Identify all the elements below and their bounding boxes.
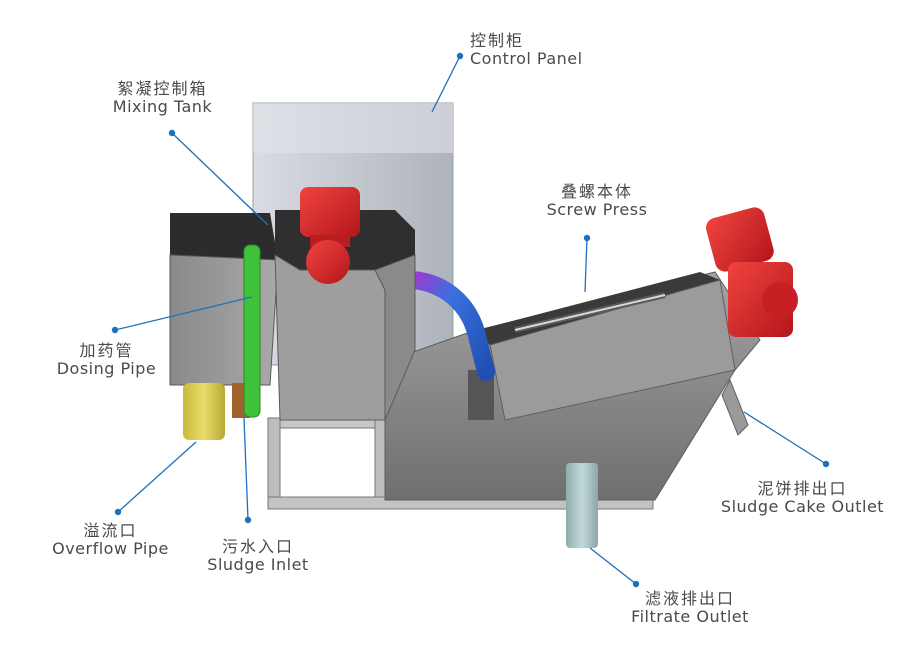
leader-dot-sludge-cake-outlet — [823, 461, 829, 467]
dosing-pipe-en: Dosing Pipe — [44, 360, 169, 378]
dosing-pipe-body — [244, 245, 260, 417]
leader-dot-mixing-tank — [169, 130, 175, 136]
leader-dot-filtrate-outlet — [633, 581, 639, 587]
leader-line-sludge-cake-outlet — [744, 412, 826, 464]
dosing-pipe-zh: 加药管 — [44, 342, 169, 360]
sludge-inlet-zh: 污水入口 — [193, 538, 323, 556]
screw-press-zh: 叠螺本体 — [532, 183, 662, 201]
label-filtrate-outlet: 滤液排出口 Filtrate Outlet — [610, 590, 770, 627]
leader-dot-overflow-pipe — [115, 509, 121, 515]
sludge-inlet-en: Sludge Inlet — [193, 556, 323, 574]
overflow-pipe-body — [183, 383, 225, 440]
label-sludge-inlet: 污水入口 Sludge Inlet — [193, 538, 323, 575]
leader-line-screw-press — [585, 238, 587, 292]
mixing-tank-en: Mixing Tank — [100, 98, 225, 116]
overflow-pipe-zh: 溢流口 — [38, 522, 183, 540]
leader-line-filtrate-outlet — [590, 548, 636, 584]
label-mixing-tank: 絮凝控制箱 Mixing Tank — [100, 80, 225, 117]
screw-press-en: Screw Press — [532, 201, 662, 219]
leader-dot-dosing-pipe — [112, 327, 118, 333]
control-panel-zh: 控制柜 — [470, 32, 583, 50]
leader-dot-screw-press — [584, 235, 590, 241]
filtrate-outlet-en: Filtrate Outlet — [610, 608, 770, 626]
label-overflow-pipe: 溢流口 Overflow Pipe — [38, 522, 183, 559]
mixing-tank-zh: 絮凝控制箱 — [100, 80, 225, 98]
filtrate-pipe-body — [566, 463, 598, 548]
filtrate-outlet-zh: 滤液排出口 — [610, 590, 770, 608]
label-sludge-cake-outlet: 泥饼排出口 Sludge Cake Outlet — [700, 480, 905, 517]
leader-dot-control-panel — [457, 53, 463, 59]
overflow-pipe-en: Overflow Pipe — [38, 540, 183, 558]
label-screw-press: 叠螺本体 Screw Press — [532, 183, 662, 220]
leader-dot-sludge-inlet — [245, 517, 251, 523]
leader-line-sludge-inlet — [244, 418, 248, 520]
sludge-cake-outlet-en: Sludge Cake Outlet — [700, 498, 905, 516]
control-panel-en: Control Panel — [470, 50, 583, 68]
sludge-cake-outlet-zh: 泥饼排出口 — [700, 480, 905, 498]
leader-line-overflow-pipe — [118, 442, 196, 512]
label-dosing-pipe: 加药管 Dosing Pipe — [44, 342, 169, 379]
label-control-panel: 控制柜 Control Panel — [470, 32, 583, 69]
